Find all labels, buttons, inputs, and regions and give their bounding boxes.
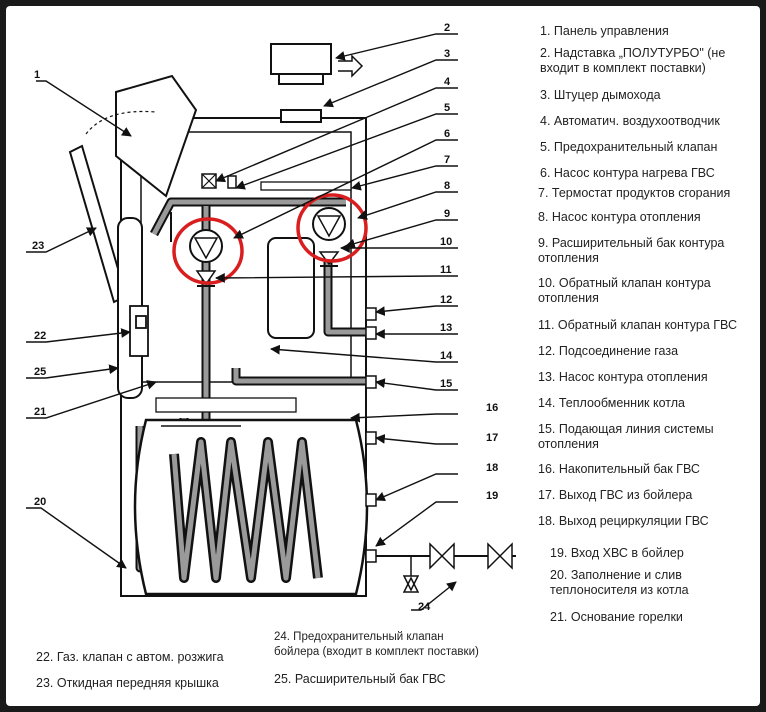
- callout-12: 12: [440, 294, 452, 306]
- legend-item-1: 1. Панель управления: [540, 24, 669, 38]
- callout-8: 8: [444, 180, 450, 192]
- callout-18: 18: [486, 462, 498, 474]
- callout-9: 9: [444, 208, 450, 220]
- callout-21: 21: [34, 406, 46, 418]
- legend-item-3: 3. Штуцер дымохода: [540, 88, 661, 102]
- callout-3: 3: [444, 48, 450, 60]
- legend-item-9: 9. Расширительный бак контура отопления: [538, 236, 725, 265]
- callout-6: 6: [444, 128, 450, 140]
- dhw-storage-tank: [133, 418, 369, 596]
- legend-item-6: 6. Насос контура нагрева ГВС: [540, 166, 715, 180]
- callout-13: 13: [440, 322, 452, 334]
- callout-22: 22: [34, 330, 46, 342]
- legend-item-11: 11. Обратный клапан контура ГВС: [538, 318, 737, 332]
- callout-19: 19: [486, 490, 498, 502]
- diagram-frame: 1 2 3 4 5 6 7 8 9 10 11 12 13 14 15 16 1…: [6, 6, 760, 706]
- callout-20: 20: [34, 496, 46, 508]
- legend-item-8: 8. Насос контура отопления: [538, 210, 701, 224]
- heating-pump: [296, 193, 368, 267]
- boiler-safety-valve-group: [376, 542, 516, 593]
- heating-expansion-tank: [267, 237, 315, 339]
- legend-item-22: 22. Газ. клапан с автом. розжига: [36, 650, 224, 664]
- legend-item-10: 10. Обратный клапан контура отопления: [538, 276, 711, 305]
- legend-item-15: 15. Подающая линия системы отопления: [538, 422, 714, 451]
- legend-item-5: 5. Предохранительный клапан: [540, 140, 718, 154]
- callout-23: 23: [32, 240, 44, 252]
- legend-item-21: 21. Основание горелки: [550, 610, 683, 624]
- flue-collar: [280, 109, 322, 123]
- callout-24: 24: [418, 601, 431, 613]
- legend-item-12: 12. Подсоединение газа: [538, 344, 679, 358]
- legend-item-18: 18. Выход рециркуляции ГВС: [538, 514, 709, 528]
- callout-14: 14: [440, 350, 453, 362]
- callout-17: 17: [486, 432, 498, 444]
- callout-15: 15: [440, 378, 452, 390]
- dhw-pump: [172, 217, 244, 287]
- safety-valve: [227, 175, 237, 189]
- boiler-schematic: 1 2 3 4 5 6 7 8 9 10 11 12 13 14 15 16 1…: [26, 22, 516, 613]
- callout-11: 11: [440, 264, 452, 276]
- burner-base: [155, 397, 297, 413]
- callout-10: 10: [440, 236, 452, 248]
- control-panel: [115, 74, 198, 198]
- legend-item-24: 24. Предохранительный клапан бойлера (вх…: [274, 631, 479, 658]
- legend-item-20: 20. Заполнение и слив теплоносителя из к…: [550, 568, 689, 597]
- legend-item-7: 7. Термостат продуктов сгорания: [538, 186, 731, 200]
- callout-leaders: [26, 33, 458, 611]
- callout-4: 4: [444, 76, 451, 88]
- gas-valve: [129, 305, 149, 357]
- legend-item-19: 19. Вход ХВС в бойлер: [550, 546, 684, 560]
- semiturbo-extension: [270, 43, 364, 85]
- callout-2: 2: [444, 22, 450, 34]
- legend-item-14: 14. Теплообменник котла: [538, 396, 685, 410]
- legend-item-17: 17. Выход ГВС из бойлера: [538, 488, 693, 502]
- legend-item-13: 13. Насос контура отопления: [538, 370, 708, 384]
- legend-item-16: 16. Накопительный бак ГВС: [538, 462, 700, 476]
- legend-item-4: 4. Автоматич. воздухоотводчик: [540, 114, 720, 128]
- legend-item-25: 25. Расширительный бак ГВС: [274, 672, 446, 686]
- callout-5: 5: [444, 102, 450, 114]
- callout-1: 1: [34, 69, 40, 81]
- legend-item-23: 23. Откидная передняя крышка: [36, 676, 219, 690]
- callout-25: 25: [34, 366, 46, 378]
- legend-item-2: 2. Надставка „ПОЛУТУРБО" (не входит в ко…: [540, 46, 726, 75]
- callout-7: 7: [444, 154, 450, 166]
- flue-thermostat: [260, 181, 352, 191]
- callout-labels: 1 2 3 4 5 6 7 8 9 10 11 12 13 14 15 16 1…: [32, 22, 498, 613]
- callout-16: 16: [486, 402, 498, 414]
